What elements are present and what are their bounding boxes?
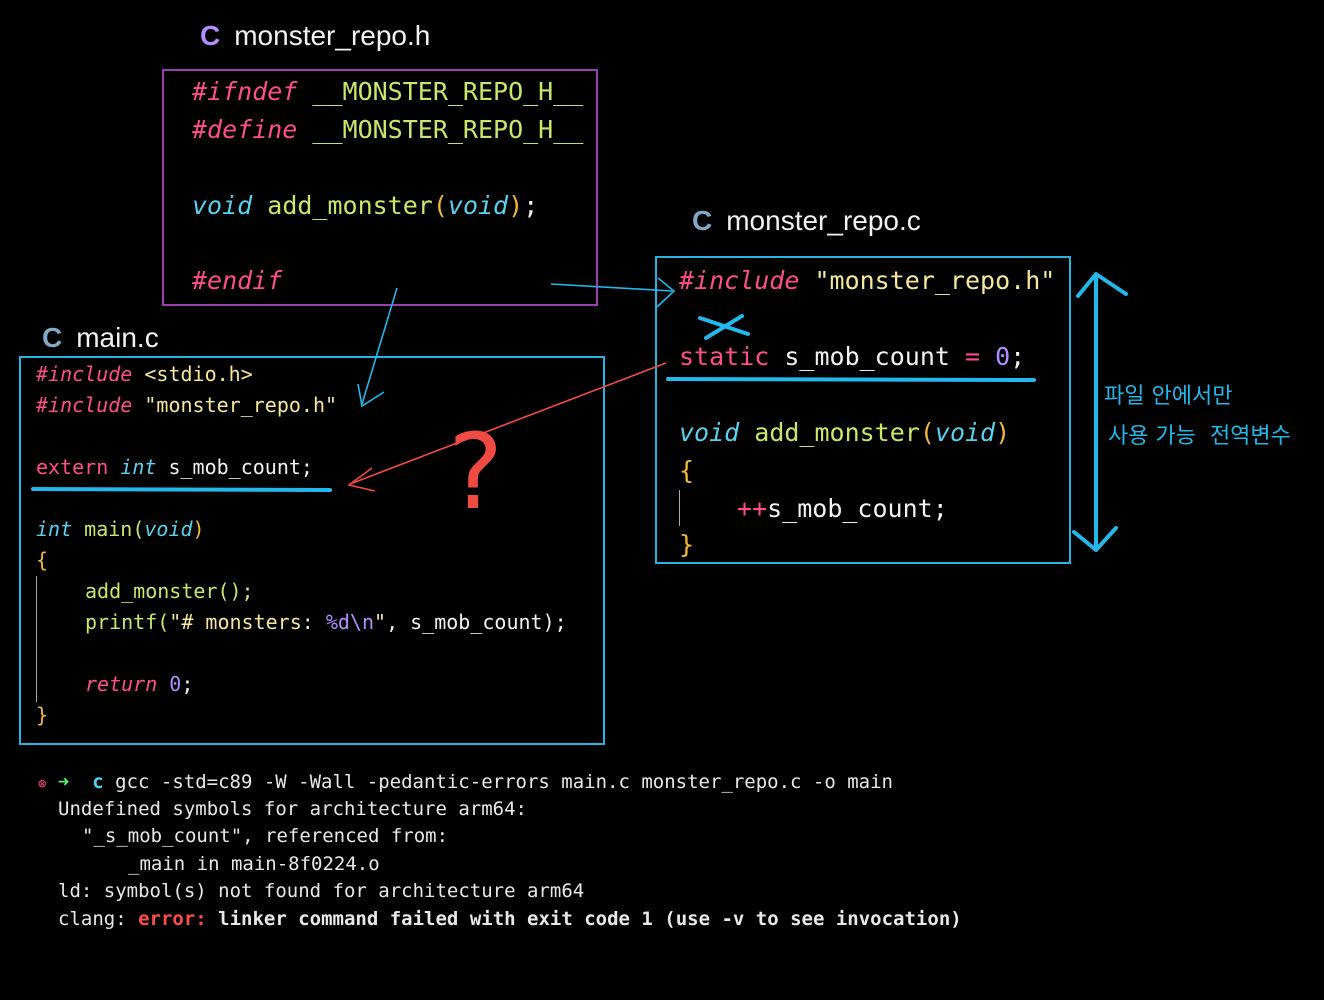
indent-guide [679, 490, 680, 526]
code-line-call: add_monster(); [85, 579, 254, 603]
arrow-header-to-main [357, 287, 398, 408]
code-close-brace: } [36, 703, 49, 727]
code-line-function-def: void add_monster(void) [679, 418, 1011, 447]
code-line-printf: printf("# monsters: %d\n", s_mob_count); [85, 610, 567, 634]
terminal-error-line: clang: error: linker command failed with… [58, 908, 962, 930]
c-language-icon: C [42, 322, 63, 353]
scope-range-arrow-icon [1072, 272, 1128, 552]
c-language-icon: C [692, 205, 713, 236]
code-line-ifndef: #ifndef __MONSTER_REPO_H__ [192, 77, 584, 106]
annotation-global-variable: 사용 가능 전역변수 [1108, 424, 1291, 449]
header-file-name: monster_repo.h [234, 20, 431, 51]
arrow-header-to-source [550, 277, 676, 308]
terminal-output-line: _main in main-8f0224.o [128, 853, 380, 875]
code-line-return: return 0; [85, 672, 194, 696]
code-close-brace: } [679, 530, 695, 559]
main-file-title: C main.c [42, 322, 159, 354]
underline-static [666, 377, 1036, 382]
question-mark: ? [448, 411, 504, 533]
code-line-static-var: static s_mob_count = 0; [679, 342, 1026, 371]
code-open-brace: { [36, 548, 49, 572]
code-line-include-repo: #include "monster_repo.h" [36, 393, 338, 417]
prompt-arrow-icon: ➜ [57, 771, 70, 793]
code-line-include: #include "monster_repo.h" [679, 266, 1056, 295]
code-line-define: #define __MONSTER_REPO_H__ [192, 115, 584, 144]
source-file-name: monster_repo.c [726, 205, 921, 236]
code-line-extern: extern int s_mob_count; [36, 455, 313, 479]
code-line-prototype: void add_monster(void); [192, 191, 539, 220]
code-line-include-stdio: #include <stdio.h> [36, 362, 253, 386]
cross-mark-icon [698, 314, 750, 340]
terminal-output-line: ld: symbol(s) not found for architecture… [58, 880, 585, 902]
source-file-box: #include "monster_repo.h" static s_mob_c… [655, 256, 1071, 564]
c-language-icon: C [200, 20, 221, 51]
arrow-static-to-extern [347, 362, 667, 492]
underline-extern [31, 487, 332, 492]
header-file-title: C monster_repo.h [200, 20, 430, 52]
terminal-output-line: "_s_mob_count", referenced from: [82, 825, 449, 847]
code-line-increment: ++s_mob_count; [737, 494, 948, 523]
main-file-box: #include <stdio.h> #include "monster_rep… [19, 356, 605, 745]
annotation-file-scope: 파일 안에서만 [1104, 384, 1233, 409]
terminal-output-line: Undefined symbols for architecture arm64… [58, 798, 527, 820]
code-open-brace: { [679, 456, 695, 485]
source-file-title: C monster_repo.c [692, 205, 921, 237]
code-line-main-def: int main(void) [36, 517, 205, 541]
indent-guide [36, 576, 37, 702]
code-line-endif: #endif [192, 266, 283, 295]
error-status-icon: ⊗ [38, 776, 47, 792]
header-file-box: #ifndef __MONSTER_REPO_H__ #define __MON… [162, 69, 598, 306]
terminal-command-line: ⊗ ➜ c gcc -std=c89 -W -Wall -pedantic-er… [38, 771, 893, 793]
main-file-name: main.c [76, 322, 159, 353]
